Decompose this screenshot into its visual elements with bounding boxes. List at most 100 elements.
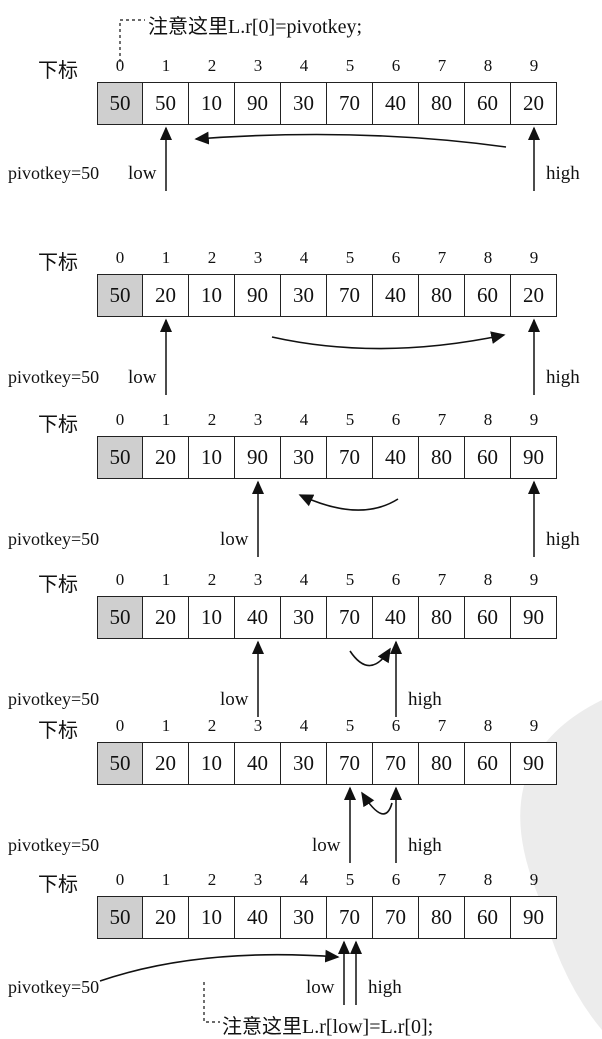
index-number: 9 xyxy=(529,248,539,267)
index-number: 3 xyxy=(253,410,263,429)
index-number: 0 xyxy=(115,410,125,429)
index-number: 7 xyxy=(437,56,447,75)
index-number: 6 xyxy=(391,870,401,889)
pivotkey-label: pivotkey=50 xyxy=(8,977,100,997)
array-cell: 20 xyxy=(143,896,189,939)
move-arrow xyxy=(99,949,340,982)
index-number: 2 xyxy=(207,56,217,75)
note-bottom-leader xyxy=(203,982,220,1023)
index-number: 1 xyxy=(161,56,171,75)
index-number: 3 xyxy=(253,716,263,735)
move-arrow xyxy=(271,331,506,350)
array-cell: 60 xyxy=(465,274,511,317)
array-cell: 20 xyxy=(511,82,557,125)
array-cell: 10 xyxy=(189,896,235,939)
array-cell: 40 xyxy=(235,596,281,639)
array-cell-pivot: 50 xyxy=(97,742,143,785)
high-label: high xyxy=(546,367,580,388)
pivotkey-label: pivotkey=50 xyxy=(8,835,100,855)
index-number: 2 xyxy=(207,716,217,735)
index-number: 5 xyxy=(345,56,355,75)
index-number: 9 xyxy=(529,56,539,75)
array-cell: 70 xyxy=(327,896,373,939)
index-number: 8 xyxy=(483,716,493,735)
pivotkey-label: pivotkey=50 xyxy=(8,529,100,549)
array-cell: 90 xyxy=(235,436,281,479)
index-number: 0 xyxy=(115,248,125,267)
array-cell-pivot: 50 xyxy=(97,896,143,939)
pivotkey-label: pivotkey=50 xyxy=(8,367,100,387)
index-number: 9 xyxy=(529,570,539,589)
index-number: 2 xyxy=(207,570,217,589)
index-number: 6 xyxy=(391,248,401,267)
index-number: 4 xyxy=(299,56,309,75)
pivotkey-label: pivotkey=50 xyxy=(8,689,100,709)
note-top-leader xyxy=(119,19,145,62)
index-number: 3 xyxy=(253,248,263,267)
array-cell: 60 xyxy=(465,436,511,479)
index-number: 1 xyxy=(161,410,171,429)
index-number: 8 xyxy=(483,56,493,75)
array-cell: 20 xyxy=(143,596,189,639)
array-cell: 60 xyxy=(465,742,511,785)
index-number: 7 xyxy=(437,570,447,589)
index-number: 4 xyxy=(299,870,309,889)
array-cell-pivot: 50 xyxy=(97,82,143,125)
array-cell: 40 xyxy=(235,896,281,939)
index-number: 9 xyxy=(529,716,539,735)
index-number: 8 xyxy=(483,570,493,589)
index-number: 1 xyxy=(161,870,171,889)
index-number: 1 xyxy=(161,716,171,735)
high-label: high xyxy=(368,977,402,998)
index-number: 3 xyxy=(253,570,263,589)
array-cell: 60 xyxy=(465,82,511,125)
note-top: 注意这里L.r[0]=pivotkey; xyxy=(148,16,363,38)
array-cell: 40 xyxy=(373,596,419,639)
array-cell: 20 xyxy=(511,274,557,317)
index-label: 下标 xyxy=(38,874,78,896)
index-number: 5 xyxy=(345,716,355,735)
array-cell-pivot: 50 xyxy=(97,274,143,317)
array-cell: 90 xyxy=(511,742,557,785)
low-label: low xyxy=(312,835,341,856)
index-number: 2 xyxy=(207,410,217,429)
array-cell: 60 xyxy=(465,596,511,639)
index-number: 4 xyxy=(299,248,309,267)
array-cell: 10 xyxy=(189,596,235,639)
array-cell: 70 xyxy=(327,82,373,125)
index-number: 5 xyxy=(345,570,355,589)
array-cell: 80 xyxy=(419,596,465,639)
high-label: high xyxy=(408,689,442,710)
index-label: 下标 xyxy=(38,252,78,274)
move-arrow xyxy=(298,494,399,511)
array-cell: 90 xyxy=(511,896,557,939)
array-cell: 70 xyxy=(373,896,419,939)
index-number: 0 xyxy=(115,56,125,75)
index-number: 6 xyxy=(391,716,401,735)
index-number: 0 xyxy=(115,716,125,735)
index-number: 5 xyxy=(345,870,355,889)
array-cell: 90 xyxy=(511,436,557,479)
array-cell: 80 xyxy=(419,436,465,479)
index-number: 0 xyxy=(115,570,125,589)
index-number: 8 xyxy=(483,248,493,267)
array-cell: 80 xyxy=(419,896,465,939)
high-label: high xyxy=(408,835,442,856)
array-cell: 30 xyxy=(281,596,327,639)
low-label: low xyxy=(220,529,249,550)
index-number: 9 xyxy=(529,870,539,889)
index-number: 6 xyxy=(391,56,401,75)
index-number: 3 xyxy=(253,56,263,75)
move-arrow xyxy=(194,131,507,148)
array-cell: 30 xyxy=(281,436,327,479)
index-number: 7 xyxy=(437,410,447,429)
array-cell: 70 xyxy=(327,274,373,317)
array-cell: 70 xyxy=(373,742,419,785)
array-cell: 10 xyxy=(189,274,235,317)
